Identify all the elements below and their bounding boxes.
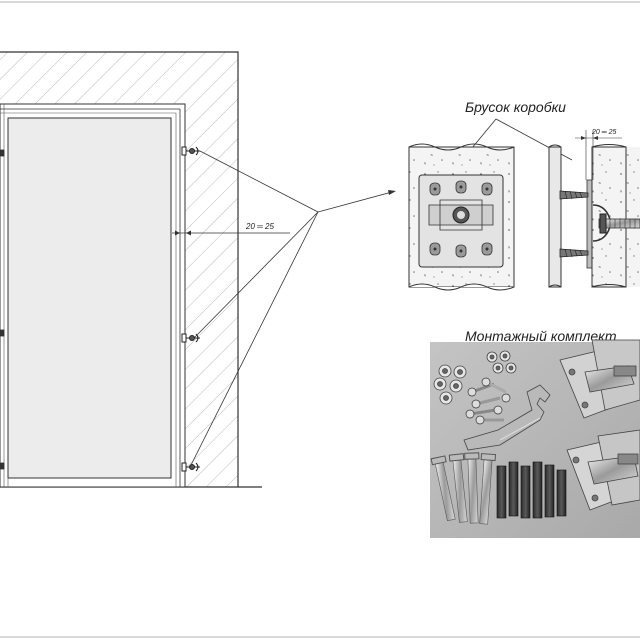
leader-lines [189,150,393,468]
wall-hatch-right [185,104,238,487]
wrench-icon [463,384,551,451]
mounting-bracket-icon [181,146,200,472]
bolt-pile [465,377,511,425]
mounting-kit-label: Монтажный комплект [465,328,617,344]
door-leaf [7,117,172,479]
bracket-part-top [559,339,640,419]
wall-hatch-top [0,52,238,104]
bracket-part-bottom [566,429,640,511]
wall-outline [0,51,239,487]
nut-icon [433,350,517,405]
screw-icon [559,190,589,258]
screw-icon [430,452,497,525]
dimension-gap-elevation: 20 ═ 25 [172,222,290,236]
dim-label-detail: 20 ═ 25 [591,129,617,136]
bracket-front-view [408,143,515,291]
door-elevation: 20 ═ 25 [0,51,396,488]
dim-label-elevation: 20 ═ 25 [245,222,274,231]
dimension-gap-detail: 20 ═ 25 [575,129,622,180]
mounting-kit-photo [430,339,640,538]
bracket-side-section: 20 ═ 25 [548,129,640,288]
hinge-marks [0,149,5,470]
dowel-icon [496,461,567,519]
frame-bar-label: Брусок коробки [465,99,566,115]
leader-arrow [388,190,396,195]
